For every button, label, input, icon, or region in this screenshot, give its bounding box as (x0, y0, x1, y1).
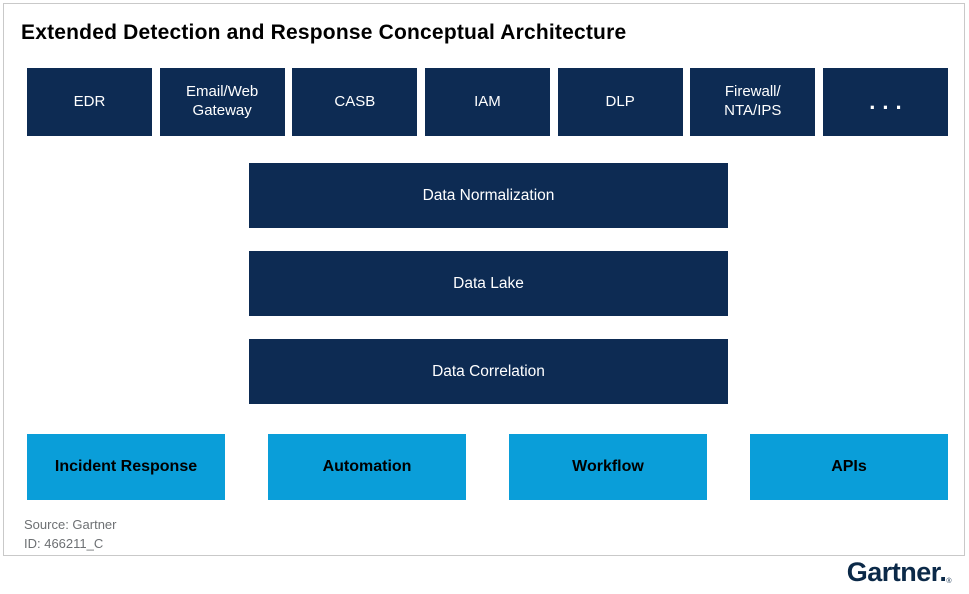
page-title: Extended Detection and Response Conceptu… (21, 21, 627, 44)
capability-box-label: Workflow (572, 458, 644, 475)
pipeline-box-label: Data Correlation (432, 362, 545, 380)
capability-boxes-row: Incident Response Automation Workflow AP… (27, 434, 948, 500)
ellipsis-label: ... (869, 89, 909, 115)
source-box-dlp: DLP (557, 68, 683, 136)
source-box-label: Email/Web Gateway (186, 83, 259, 119)
capability-box-apis: APIs (750, 434, 948, 500)
gartner-logo: Gartner.® (846, 557, 952, 594)
capability-box-label: Incident Response (54, 458, 198, 475)
source-box-label: IAM (474, 92, 501, 110)
content-frame: Extended Detection and Response Conceptu… (3, 3, 965, 556)
source-box-edr: EDR (27, 68, 152, 136)
pipeline-box-label: Data Normalization (422, 186, 555, 204)
source-box-ellipsis: ... (822, 68, 948, 136)
capability-box-automation: Automation (268, 434, 466, 500)
pipeline-box-data-normalization: Data Normalization (249, 163, 728, 228)
capability-box-label: Automation (322, 458, 412, 475)
capability-box-workflow: Workflow (509, 434, 707, 500)
figure-id-note: ID: 466211_C (24, 536, 104, 551)
pipeline-box-data-correlation: Data Correlation (249, 339, 728, 404)
capability-box-label: APIs (831, 458, 867, 475)
source-box-label: EDR (73, 92, 106, 110)
source-box-casb: CASB (292, 68, 418, 136)
source-boxes-row: EDR Email/Web Gateway CASB IAM DLP Firew… (27, 68, 948, 136)
pipeline-box-data-lake: Data Lake (249, 251, 728, 316)
registered-trademark-icon: ® (946, 578, 951, 585)
source-box-firewall-nta-ips: Firewall/ NTA/IPS (690, 68, 816, 136)
pipeline-stack: Data Normalization Data Lake Data Correl… (249, 163, 728, 427)
capability-box-incident-response: Incident Response (27, 434, 225, 500)
source-box-label: Firewall/ NTA/IPS (724, 83, 782, 119)
pipeline-box-label: Data Lake (453, 274, 524, 292)
footnote: Source: Gartner ID: 466211_C (24, 515, 117, 553)
source-box-iam: IAM (424, 68, 550, 136)
source-box-label: DLP (605, 92, 635, 110)
source-box-email-web-gateway: Email/Web Gateway (159, 68, 285, 136)
gartner-logo-text: Gartner. (846, 557, 947, 587)
source-box-label: CASB (334, 92, 376, 110)
source-note: Source: Gartner (24, 517, 117, 532)
